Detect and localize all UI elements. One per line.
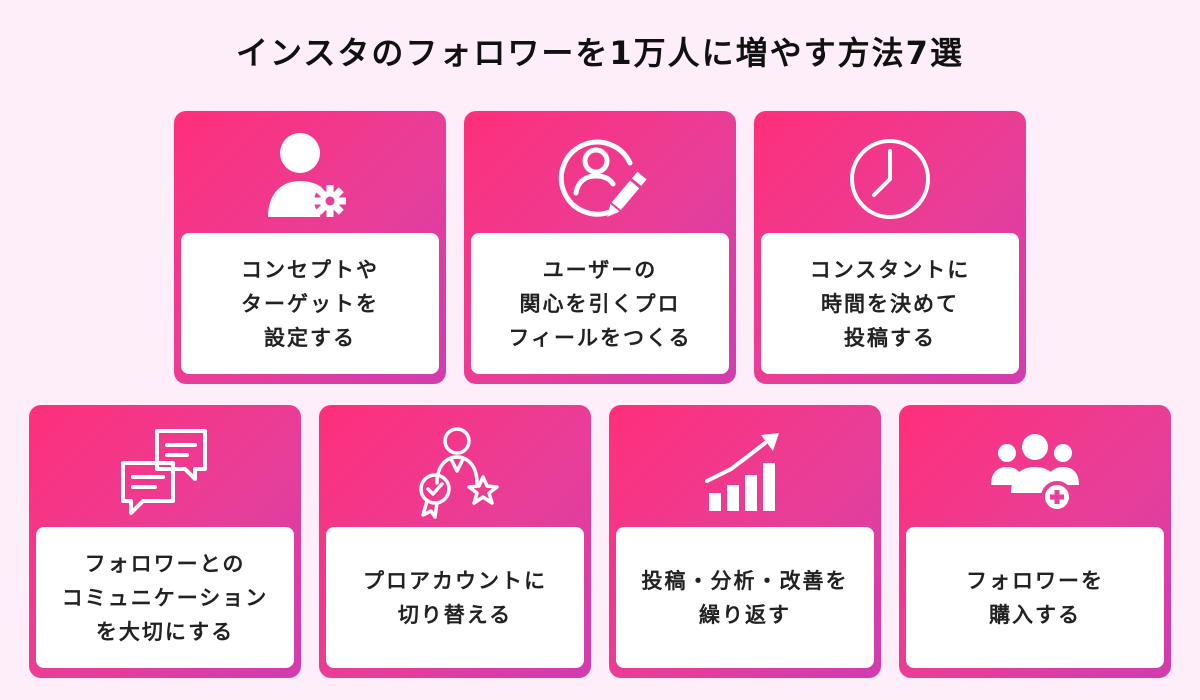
card-label: フォロワーを 購入する [966, 568, 1104, 627]
user-gear-icon [174, 125, 446, 229]
card-label: コンスタントに 時間を決めて 投稿する [809, 257, 971, 350]
clock-icon [754, 125, 1026, 229]
card-analysis: 投稿・分析・改善を 繰り返す [609, 405, 881, 678]
growth-chart-icon [609, 419, 881, 523]
card-communication: フォロワーとの コミュニケーション を大切にする [29, 405, 301, 678]
card-panel: プロアカウントに 切り替える [326, 527, 584, 668]
card-label: フォロワーとの コミュニケーション を大切にする [61, 551, 269, 644]
card-panel: コンセプトや ターゲットを 設定する [181, 233, 439, 374]
card-panel: フォロワーとの コミュニケーション を大切にする [36, 527, 294, 668]
card-pro-account: プロアカウントに 切り替える [319, 405, 591, 678]
card-label: プロアカウントに 切り替える [363, 568, 547, 627]
card-schedule: コンスタントに 時間を決めて 投稿する [754, 111, 1026, 384]
card-profile: ユーザーの 関心を引くプロ フィールをつくる [464, 111, 736, 384]
award-person-icon [319, 419, 591, 523]
card-purchase: フォロワーを 購入する [899, 405, 1171, 678]
card-concept: コンセプトや ターゲットを 設定する [174, 111, 446, 384]
card-panel: コンスタントに 時間を決めて 投稿する [761, 233, 1019, 374]
profile-edit-icon [464, 125, 736, 229]
card-label: コンセプトや ターゲットを 設定する [241, 257, 379, 350]
card-label: ユーザーの 関心を引くプロ フィールをつくる [508, 257, 692, 350]
card-panel: フォロワーを 購入する [906, 527, 1164, 668]
card-panel: 投稿・分析・改善を 繰り返す [616, 527, 874, 668]
group-add-icon [899, 419, 1171, 523]
card-panel: ユーザーの 関心を引くプロ フィールをつくる [471, 233, 729, 374]
page-title: インスタのフォロワーを1万人に増やす方法7選 [236, 34, 964, 72]
chat-bubbles-icon [29, 419, 301, 523]
card-label: 投稿・分析・改善を 繰り返す [641, 568, 849, 627]
